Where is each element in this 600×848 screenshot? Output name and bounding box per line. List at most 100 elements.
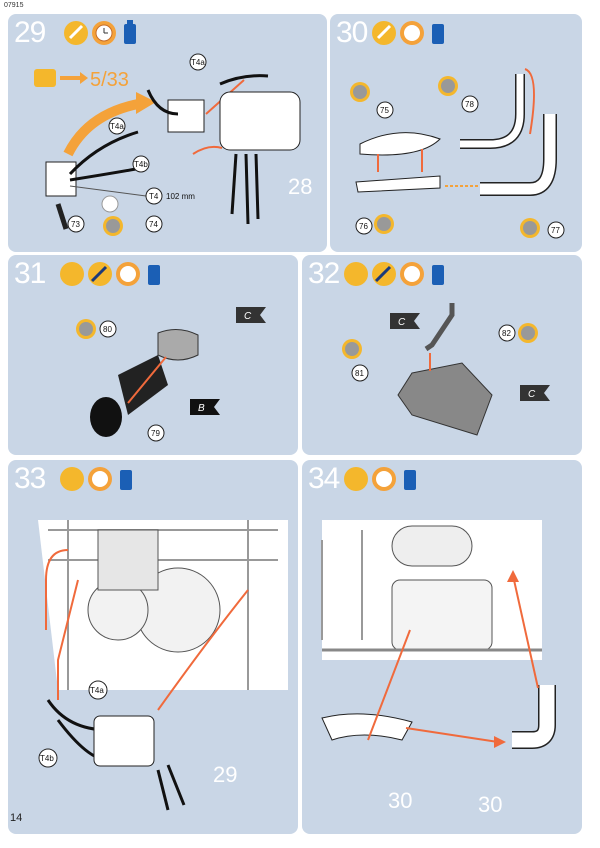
step-32-illustration: C C 82 81 — [342, 303, 550, 436]
callout: 80 — [99, 320, 117, 338]
step-number: 31 — [14, 257, 46, 290]
step-number: 29 — [14, 16, 46, 49]
glue-bottle-icon — [432, 265, 444, 285]
glue-bottle-icon — [404, 470, 416, 490]
svg-text:T4a: T4a — [90, 686, 104, 695]
step-30-panel: 30 75 78 76 77 — [330, 14, 582, 252]
clock-icon — [372, 467, 396, 491]
callout: 73 — [67, 215, 85, 233]
chrome-badge — [438, 76, 458, 96]
brush-icon — [372, 262, 396, 286]
document-code: 07915 — [4, 2, 24, 9]
step-30-illustration: 75 78 76 77 — [350, 68, 565, 239]
callout: 74 — [145, 215, 163, 233]
glue-bottle-icon — [124, 20, 136, 44]
knife-icon — [372, 21, 396, 45]
step-icons — [64, 20, 136, 45]
callout: 81 — [351, 364, 369, 382]
chrome-badge — [374, 214, 394, 234]
svg-text:C: C — [528, 389, 536, 400]
chrome-badge — [520, 218, 540, 238]
step-icons — [344, 467, 416, 491]
paint-flag: C — [520, 385, 550, 401]
reference-step: 5/33 — [90, 69, 129, 91]
callout: 76 — [355, 217, 373, 235]
clock-icon — [400, 21, 424, 45]
cable-length: 102 mm — [166, 192, 195, 201]
step-number: 33 — [14, 462, 46, 495]
knife-icon — [60, 467, 84, 491]
step-33-illustration: T4a T4b 29 — [38, 520, 288, 811]
step-31-panel: 31 80 79 C B — [8, 255, 298, 455]
step-icons — [60, 262, 160, 286]
callout: 78 — [461, 95, 479, 113]
callout: T4a — [189, 53, 207, 71]
part-number: 29 — [213, 762, 237, 787]
step-34-illustration: 30 30 — [321, 520, 556, 817]
callout: 75 — [376, 101, 394, 119]
knife-icon — [60, 262, 84, 286]
part-number: 30 — [478, 792, 502, 817]
glue-bottle-icon — [148, 265, 160, 285]
svg-text:T4a: T4a — [110, 122, 124, 131]
svg-text:C: C — [244, 311, 252, 322]
svg-text:T4a: T4a — [191, 58, 205, 67]
clock-icon — [92, 21, 116, 45]
callout: T4a — [108, 117, 126, 135]
brush-icon — [88, 262, 112, 286]
svg-text:74: 74 — [149, 220, 158, 229]
clock-icon — [88, 467, 112, 491]
chrome-badge — [342, 339, 362, 359]
svg-text:C: C — [398, 317, 406, 328]
step-icons — [60, 467, 132, 491]
svg-text:77: 77 — [551, 226, 560, 235]
callout: T4b — [38, 748, 58, 768]
chrome-badge — [350, 82, 370, 102]
step-29-panel: 29 5/33 T4a T4a T4b T4 102 mm 73 74 28 — [8, 14, 327, 252]
callout: T4a — [88, 680, 108, 700]
step-number: 30 — [336, 16, 368, 49]
page-number: 14 — [10, 812, 23, 824]
svg-text:T4b: T4b — [40, 754, 54, 763]
svg-text:82: 82 — [502, 329, 511, 338]
paint-flag: C — [390, 313, 420, 329]
glue-bottle-icon — [120, 470, 132, 490]
svg-text:79: 79 — [151, 429, 160, 438]
callout: T4b — [132, 155, 150, 173]
knife-icon — [344, 467, 368, 491]
step-31-illustration: 80 79 C B — [76, 307, 266, 442]
clock-icon — [400, 262, 424, 286]
clock-icon — [116, 262, 140, 286]
svg-text:80: 80 — [103, 325, 112, 334]
chrome-badge — [518, 323, 538, 343]
step-32-panel: 32 C C 82 81 — [302, 255, 582, 455]
paint-flag: C — [236, 307, 266, 323]
svg-text:73: 73 — [71, 220, 80, 229]
glue-bottle-icon — [432, 24, 444, 44]
step-number: 32 — [308, 257, 340, 290]
knife-icon — [344, 262, 368, 286]
paint-flag: B — [190, 399, 220, 415]
callout: 79 — [147, 424, 165, 442]
step-icons — [344, 262, 444, 286]
step-34-panel: 34 30 30 — [302, 460, 582, 834]
step-icons — [372, 21, 444, 45]
step-29-illustration: 5/33 T4a T4a T4b T4 102 mm 73 74 28 — [34, 53, 312, 236]
svg-text:81: 81 — [355, 369, 364, 378]
callout: 77 — [547, 221, 565, 239]
svg-text:T4: T4 — [149, 192, 159, 201]
svg-text:75: 75 — [380, 106, 389, 115]
svg-text:T4b: T4b — [134, 160, 148, 169]
svg-text:76: 76 — [359, 222, 368, 231]
chrome-badge — [103, 216, 123, 236]
svg-text:78: 78 — [465, 100, 474, 109]
callout: 82 — [498, 324, 516, 342]
callout: T4 — [145, 187, 163, 205]
part-number: 28 — [288, 174, 312, 199]
part-number: 30 — [388, 788, 412, 813]
svg-text:B: B — [198, 403, 205, 414]
step-number: 34 — [308, 462, 340, 495]
knife-icon — [64, 21, 88, 45]
chrome-badge — [76, 319, 96, 339]
step-33-panel: 33 T4a T4b 29 — [8, 460, 298, 834]
